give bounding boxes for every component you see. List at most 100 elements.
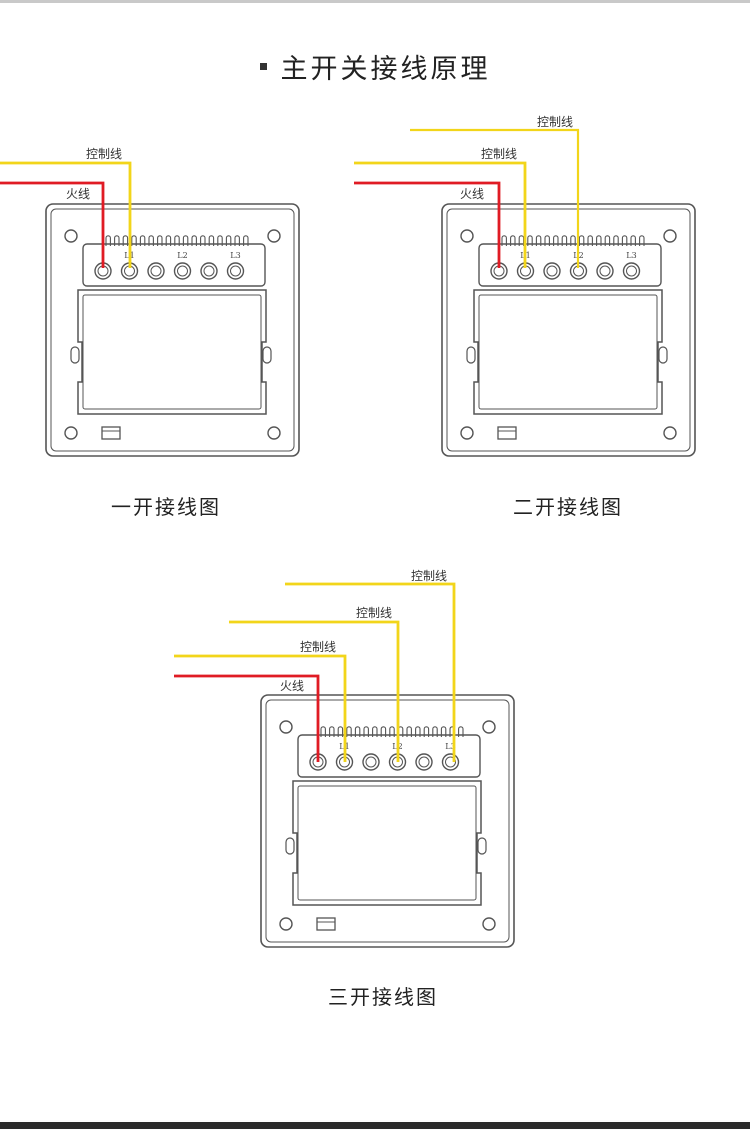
bottom-bar xyxy=(0,1122,750,1129)
screw-terminal xyxy=(147,262,165,280)
terminal-tooth xyxy=(389,726,395,737)
screw-terminal xyxy=(622,262,641,280)
side-slot-left xyxy=(285,837,295,855)
control-wire-label: 控制线 xyxy=(86,147,122,161)
screw-terminal xyxy=(362,753,380,771)
control-wire-1 xyxy=(0,161,132,268)
control-wire-2b xyxy=(410,128,580,268)
terminal-block xyxy=(478,243,662,287)
side-slot-left xyxy=(70,346,80,364)
switch-body xyxy=(473,289,663,415)
terminal-tooth xyxy=(613,235,619,246)
bottom-connector xyxy=(316,917,336,931)
terminal-label: L3 xyxy=(445,742,455,751)
live-wire-2 xyxy=(354,181,501,268)
terminal-tooth xyxy=(243,235,249,246)
terminal-tooth xyxy=(621,235,628,246)
screw-terminal-inner xyxy=(150,265,162,277)
terminal-label: L2 xyxy=(177,251,187,260)
terminal-label: L3 xyxy=(626,251,636,260)
terminal-tooth xyxy=(423,726,430,737)
screw-terminal xyxy=(200,262,218,280)
terminal-tooth xyxy=(320,726,326,737)
terminal-tooth xyxy=(587,235,593,246)
screw-terminal-inner xyxy=(177,265,188,277)
mounting-hole xyxy=(460,426,474,440)
live-wire-label: 火线 xyxy=(280,679,304,693)
screw-terminal-inner xyxy=(418,756,430,768)
live-wire-label: 火线 xyxy=(66,187,90,201)
terminal-tooth xyxy=(544,235,550,246)
terminal-tooth xyxy=(191,235,197,246)
panel-frame xyxy=(260,694,515,948)
control-wire-label: 控制线 xyxy=(537,115,573,129)
terminal-tooth xyxy=(440,726,447,737)
terminal-block xyxy=(82,243,266,287)
panel-frame xyxy=(441,203,696,457)
screw-terminal xyxy=(226,262,245,280)
terminal-tooth xyxy=(363,726,369,737)
terminal-tooth xyxy=(570,235,576,246)
screw-terminal-inner xyxy=(599,265,611,277)
terminal-tooth xyxy=(234,235,240,246)
control-wire-label: 控制线 xyxy=(356,606,392,620)
side-slot-right xyxy=(477,837,487,855)
screw-terminal-inner xyxy=(626,265,637,277)
caption-three-gang: 三开接线图 xyxy=(328,985,438,1009)
control-wire-3c xyxy=(285,582,456,762)
mounting-hole xyxy=(267,229,281,243)
live-wire-1 xyxy=(0,181,105,268)
title-bullet-icon xyxy=(259,62,267,70)
terminal-tooth xyxy=(501,235,507,246)
switch-body-inner xyxy=(478,294,658,410)
switch-body xyxy=(292,780,482,906)
terminal-tooth xyxy=(105,235,111,246)
terminal-tooth xyxy=(200,235,206,246)
terminal-tooth xyxy=(182,235,189,246)
control-wire-label: 控制线 xyxy=(300,640,336,654)
mounting-hole xyxy=(64,229,78,243)
terminal-tooth xyxy=(630,235,636,246)
terminal-tooth xyxy=(157,235,163,246)
live-wire-label: 火线 xyxy=(460,187,484,201)
panel-frame xyxy=(45,203,300,457)
panel-inner-frame xyxy=(446,208,691,452)
control-wire-3b xyxy=(229,620,400,762)
screw-terminal xyxy=(441,753,460,771)
terminal-tooth xyxy=(415,726,421,737)
terminal-tooth xyxy=(561,235,568,246)
terminal-label: L3 xyxy=(230,251,240,260)
terminal-tooth xyxy=(346,726,352,737)
terminal-tooth xyxy=(354,726,361,737)
terminal-tooth xyxy=(139,235,146,246)
terminal-block xyxy=(297,734,481,778)
terminal-tooth xyxy=(337,726,344,737)
mounting-hole xyxy=(64,426,78,440)
side-slot-right xyxy=(262,346,272,364)
terminal-tooth xyxy=(380,726,387,737)
screw-terminal xyxy=(173,262,192,280)
terminal-tooth xyxy=(372,726,378,737)
terminal-tooth xyxy=(535,235,542,246)
screw-terminal xyxy=(543,262,561,280)
control-wire-3a xyxy=(174,654,347,762)
terminal-tooth xyxy=(165,235,172,246)
screw-terminal xyxy=(415,753,433,771)
bottom-connector xyxy=(497,426,517,440)
terminal-tooth xyxy=(432,726,438,737)
bottom-connector xyxy=(101,426,121,440)
terminal-tooth xyxy=(604,235,611,246)
switch-body xyxy=(77,289,267,415)
terminal-tooth xyxy=(174,235,180,246)
terminal-tooth xyxy=(148,235,154,246)
screw-terminal-inner xyxy=(445,756,456,768)
terminal-tooth xyxy=(329,726,335,737)
live-wire-3 xyxy=(174,674,320,762)
mounting-hole xyxy=(482,720,496,734)
screw-terminal-inner xyxy=(203,265,215,277)
caption-one-gang: 一开接线图 xyxy=(111,495,221,519)
terminal-tooth xyxy=(596,235,602,246)
terminal-tooth xyxy=(578,235,585,246)
